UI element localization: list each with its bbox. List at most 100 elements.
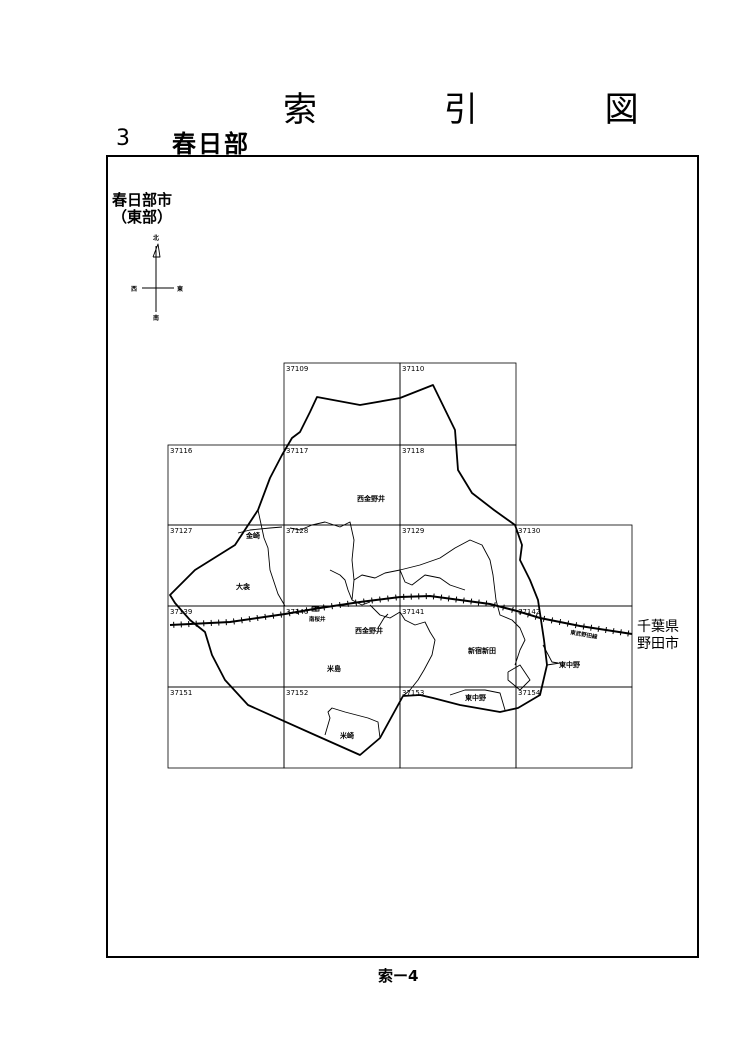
railway-tie bbox=[527, 611, 530, 618]
railway-tie bbox=[470, 598, 473, 605]
map-cell[interactable] bbox=[399, 362, 517, 446]
railway-tie bbox=[264, 613, 267, 620]
railway-tie bbox=[395, 594, 397, 601]
map-cell[interactable] bbox=[167, 605, 285, 688]
cell-label: 37110 bbox=[402, 365, 424, 373]
place-label: 金崎 bbox=[245, 531, 260, 540]
cell-label: 37127 bbox=[170, 527, 192, 535]
cell-label: 37109 bbox=[286, 365, 308, 373]
compass-north: 北 bbox=[153, 234, 159, 242]
railway-tie bbox=[619, 629, 622, 636]
map-cell[interactable] bbox=[515, 686, 633, 769]
compass-south: 南 bbox=[153, 314, 159, 322]
place-label: 米崎 bbox=[339, 731, 354, 740]
railway-tie bbox=[477, 599, 480, 606]
cell-label: 37128 bbox=[286, 527, 308, 535]
railway-tie bbox=[314, 605, 317, 612]
map-cell[interactable] bbox=[283, 524, 401, 607]
map-cell[interactable] bbox=[283, 605, 401, 688]
map-cell[interactable] bbox=[283, 686, 401, 769]
station-label: 南桜井 bbox=[309, 615, 326, 623]
map-grid: 37109 37110 37116 37117 37118 37127 3712… bbox=[167, 362, 633, 769]
map-cell[interactable] bbox=[283, 362, 401, 446]
map-cell[interactable] bbox=[515, 605, 633, 688]
railway-tie bbox=[233, 618, 235, 625]
map-cell[interactable] bbox=[167, 524, 285, 607]
railway-tie bbox=[534, 613, 538, 620]
place-label: 東中野 bbox=[559, 660, 580, 669]
railway-tie bbox=[493, 602, 496, 609]
railway-tie bbox=[627, 630, 630, 637]
railway-tie bbox=[612, 628, 615, 635]
railway-tie bbox=[305, 607, 308, 614]
cell-label: 37116 bbox=[170, 447, 193, 455]
railway-tie bbox=[582, 623, 585, 630]
map-cell[interactable] bbox=[399, 605, 517, 688]
railway-tie bbox=[379, 596, 381, 603]
railway-tie bbox=[256, 614, 259, 622]
railway-tie bbox=[447, 595, 450, 602]
place-label: 新宿新田 bbox=[468, 646, 496, 655]
neighbor-city-label: 野田市 bbox=[637, 635, 679, 652]
map-cell[interactable] bbox=[399, 686, 517, 769]
railway-tie bbox=[597, 625, 600, 632]
place-label: 西金野井 bbox=[357, 494, 385, 503]
railway-line bbox=[169, 593, 633, 637]
compass-icon: 北 南 東 西 bbox=[131, 234, 183, 322]
cell-label: 37118 bbox=[402, 447, 424, 455]
railway-tie bbox=[371, 597, 373, 604]
railway-tie bbox=[605, 626, 607, 634]
railway-tie bbox=[574, 622, 578, 629]
railway-tie bbox=[440, 594, 443, 601]
railway-tie bbox=[502, 604, 505, 611]
place-label: 大衾 bbox=[236, 582, 251, 591]
railway-tie bbox=[339, 601, 341, 609]
map-frame bbox=[106, 155, 699, 958]
railway-tie bbox=[288, 610, 291, 617]
page-number: 索ー4 bbox=[378, 967, 419, 985]
railway-tie bbox=[511, 606, 514, 613]
compass-west: 西 bbox=[131, 285, 137, 293]
railway-tie bbox=[455, 596, 458, 603]
railway-tie bbox=[272, 612, 275, 619]
city-subarea: （東部） bbox=[112, 208, 173, 226]
section-name: 春日部 bbox=[172, 130, 250, 158]
railway-tie bbox=[331, 603, 333, 610]
cell-label: 37154 bbox=[518, 689, 541, 697]
cell-label: 37130 bbox=[518, 527, 540, 535]
railway-tie bbox=[323, 604, 325, 611]
map-cell[interactable] bbox=[515, 524, 633, 607]
railway-tie bbox=[590, 624, 593, 631]
railway-tie bbox=[519, 609, 523, 616]
section-number: 3 bbox=[116, 126, 130, 151]
place-label: 東中野 bbox=[465, 693, 486, 702]
railway-tie bbox=[432, 593, 435, 600]
railway-tie bbox=[363, 598, 365, 605]
railway-tie bbox=[347, 600, 349, 607]
internal-boundaries bbox=[237, 509, 561, 739]
railway-tie bbox=[462, 597, 465, 604]
railway-tie bbox=[550, 617, 554, 624]
place-label: 米島 bbox=[326, 664, 341, 673]
district-boundary bbox=[169, 384, 548, 756]
cell-label: 37151 bbox=[170, 689, 192, 697]
city-name: 春日部市 bbox=[112, 191, 173, 209]
railway-tie bbox=[248, 616, 251, 623]
neighbor-prefecture-label: 千葉県 bbox=[637, 619, 679, 635]
cell-label: 37117 bbox=[286, 447, 308, 455]
compass-east: 東 bbox=[177, 285, 183, 293]
map-cell[interactable] bbox=[167, 686, 285, 769]
city-label: 春日部市 （東部） bbox=[112, 192, 172, 226]
map-cell[interactable] bbox=[283, 444, 401, 526]
railway-tie bbox=[297, 608, 300, 615]
railway-tie bbox=[485, 600, 488, 607]
cell-label: 37152 bbox=[286, 689, 308, 697]
railway-tie bbox=[542, 615, 546, 622]
cell-label: 37153 bbox=[402, 689, 424, 697]
cell-label: 37129 bbox=[402, 527, 424, 535]
railway-label: 東武野田線 bbox=[570, 628, 599, 641]
railway-tie bbox=[355, 599, 357, 606]
place-label: 西金野井 bbox=[355, 626, 383, 635]
railway-tie bbox=[240, 617, 243, 624]
